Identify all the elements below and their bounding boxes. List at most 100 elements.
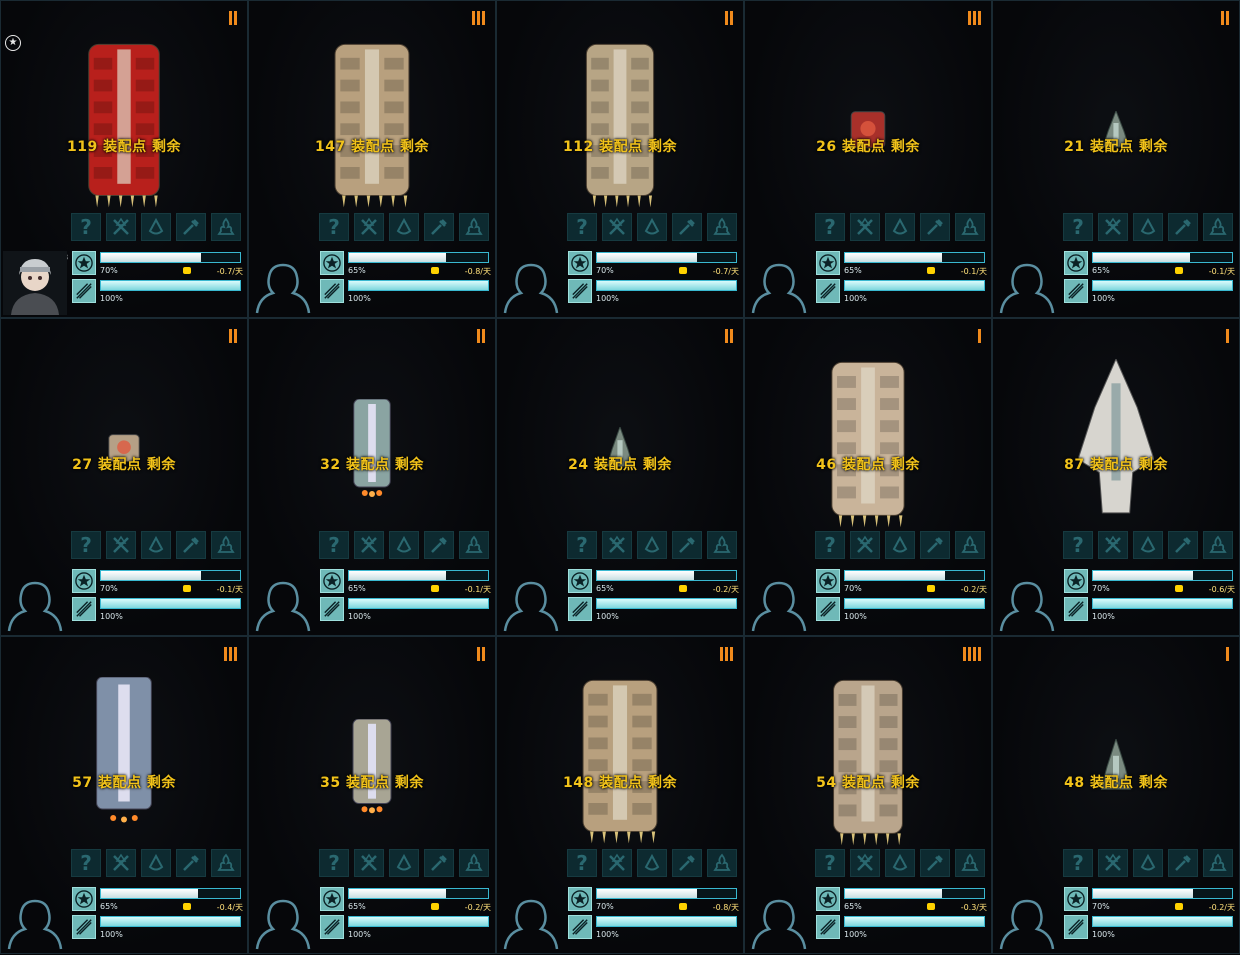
empty-captain-icon[interactable] (995, 887, 1059, 951)
wrench-icon[interactable] (1168, 213, 1198, 241)
empty-captain-icon[interactable] (995, 569, 1059, 633)
ship-image[interactable] (82, 41, 166, 209)
ship-card[interactable]: 54 装配点 剩余? 65% -0.3/天 100% (744, 636, 992, 954)
ship-card[interactable]: 48 装配点 剩余? 70% -0.2/天 100% (992, 636, 1240, 954)
wrench-icon[interactable] (176, 213, 206, 241)
fire-icon[interactable] (1203, 213, 1233, 241)
wrench-icon[interactable] (920, 849, 950, 877)
fire-icon[interactable] (707, 849, 737, 877)
ship-image[interactable] (1101, 739, 1131, 795)
crossed-swords-icon[interactable] (602, 213, 632, 241)
ship-card[interactable]: 57 装配点 剩余? 65% -0.4/天 100% (0, 636, 248, 954)
question-icon[interactable]: ? (567, 213, 597, 241)
ship-card[interactable]: 119 装配点 剩余?8 70% -0.7/天 100% (0, 0, 248, 318)
ship-card[interactable]: 24 装配点 剩余? 65% -0.2/天 100% (496, 318, 744, 636)
crossed-swords-icon[interactable] (354, 531, 384, 559)
fire-icon[interactable] (211, 849, 241, 877)
question-icon[interactable]: ? (815, 849, 845, 877)
drop-icon[interactable] (141, 849, 171, 877)
drop-icon[interactable] (389, 849, 419, 877)
fire-icon[interactable] (1203, 849, 1233, 877)
wrench-icon[interactable] (920, 213, 950, 241)
crossed-swords-icon[interactable] (850, 531, 880, 559)
fire-icon[interactable] (707, 531, 737, 559)
ship-card[interactable]: 147 装配点 剩余? 65% -0.8/天 100% (248, 0, 496, 318)
empty-captain-icon[interactable] (3, 569, 67, 633)
drop-icon[interactable] (141, 213, 171, 241)
ship-card[interactable]: 112 装配点 剩余? 70% -0.7/天 100% (496, 0, 744, 318)
fire-icon[interactable] (955, 531, 985, 559)
ship-image[interactable] (607, 427, 633, 471)
fire-icon[interactable] (955, 213, 985, 241)
question-icon[interactable]: ? (1063, 531, 1093, 559)
wrench-icon[interactable] (424, 531, 454, 559)
empty-captain-icon[interactable] (499, 251, 563, 315)
wrench-icon[interactable] (1168, 849, 1198, 877)
ship-card[interactable]: 46 装配点 剩余? 70% -0.2/天 100% (744, 318, 992, 636)
empty-captain-icon[interactable] (251, 569, 315, 633)
question-icon[interactable]: ? (1063, 849, 1093, 877)
ship-image[interactable] (827, 677, 909, 847)
ship-card[interactable]: 148 装配点 剩余? 70% -0.8/天 100% (496, 636, 744, 954)
wrench-icon[interactable] (424, 849, 454, 877)
ship-card[interactable]: 32 装配点 剩余? 65% -0.1/天 100% (248, 318, 496, 636)
drop-icon[interactable] (389, 213, 419, 241)
drop-icon[interactable] (1133, 213, 1163, 241)
crossed-swords-icon[interactable] (106, 849, 136, 877)
drop-icon[interactable] (885, 213, 915, 241)
ship-card[interactable]: 21 装配点 剩余? 65% -0.1/天 100% (992, 0, 1240, 318)
crossed-swords-icon[interactable] (1098, 849, 1128, 877)
empty-captain-icon[interactable] (251, 251, 315, 315)
crossed-swords-icon[interactable] (850, 213, 880, 241)
fire-icon[interactable] (459, 531, 489, 559)
ship-image[interactable] (847, 107, 889, 155)
question-icon[interactable]: ? (71, 849, 101, 877)
crossed-swords-icon[interactable] (106, 531, 136, 559)
crossed-swords-icon[interactable] (602, 531, 632, 559)
question-icon[interactable]: ? (567, 849, 597, 877)
empty-captain-icon[interactable] (995, 251, 1059, 315)
ship-image[interactable] (1078, 359, 1154, 521)
wrench-icon[interactable] (672, 849, 702, 877)
empty-captain-icon[interactable] (3, 887, 67, 951)
empty-captain-icon[interactable] (499, 887, 563, 951)
drop-icon[interactable] (389, 531, 419, 559)
crossed-swords-icon[interactable] (602, 849, 632, 877)
drop-icon[interactable] (637, 531, 667, 559)
empty-captain-icon[interactable] (747, 251, 811, 315)
ship-image[interactable] (347, 719, 397, 815)
crossed-swords-icon[interactable] (106, 213, 136, 241)
empty-captain-icon[interactable] (747, 569, 811, 633)
ship-card[interactable]: 87 装配点 剩余? 70% -0.6/天 100% (992, 318, 1240, 636)
question-icon[interactable]: ? (815, 531, 845, 559)
drop-icon[interactable] (885, 531, 915, 559)
empty-captain-icon[interactable] (499, 569, 563, 633)
drop-icon[interactable] (1133, 531, 1163, 559)
empty-captain-icon[interactable] (747, 887, 811, 951)
wrench-icon[interactable] (176, 531, 206, 559)
drop-icon[interactable] (637, 213, 667, 241)
fire-icon[interactable] (211, 213, 241, 241)
fire-icon[interactable] (459, 213, 489, 241)
fire-icon[interactable] (955, 849, 985, 877)
ship-image[interactable] (105, 431, 143, 467)
wrench-icon[interactable] (672, 213, 702, 241)
ship-card[interactable]: 35 装配点 剩余? 65% -0.2/天 100% (248, 636, 496, 954)
fire-icon[interactable] (1203, 531, 1233, 559)
question-icon[interactable]: ? (319, 531, 349, 559)
wrench-icon[interactable] (176, 849, 206, 877)
question-icon[interactable]: ? (71, 531, 101, 559)
question-icon[interactable]: ? (319, 849, 349, 877)
wrench-icon[interactable] (672, 531, 702, 559)
crossed-swords-icon[interactable] (354, 213, 384, 241)
wrench-icon[interactable] (424, 213, 454, 241)
ship-image[interactable] (88, 677, 160, 827)
drop-icon[interactable] (885, 849, 915, 877)
question-icon[interactable]: ? (815, 213, 845, 241)
ship-image[interactable] (576, 677, 664, 845)
ship-card[interactable]: 27 装配点 剩余? 70% -0.1/天 100% (0, 318, 248, 636)
question-icon[interactable]: ? (319, 213, 349, 241)
star-circle-icon[interactable]: ★ (5, 35, 21, 51)
fire-icon[interactable] (707, 213, 737, 241)
ship-image[interactable] (825, 359, 911, 529)
